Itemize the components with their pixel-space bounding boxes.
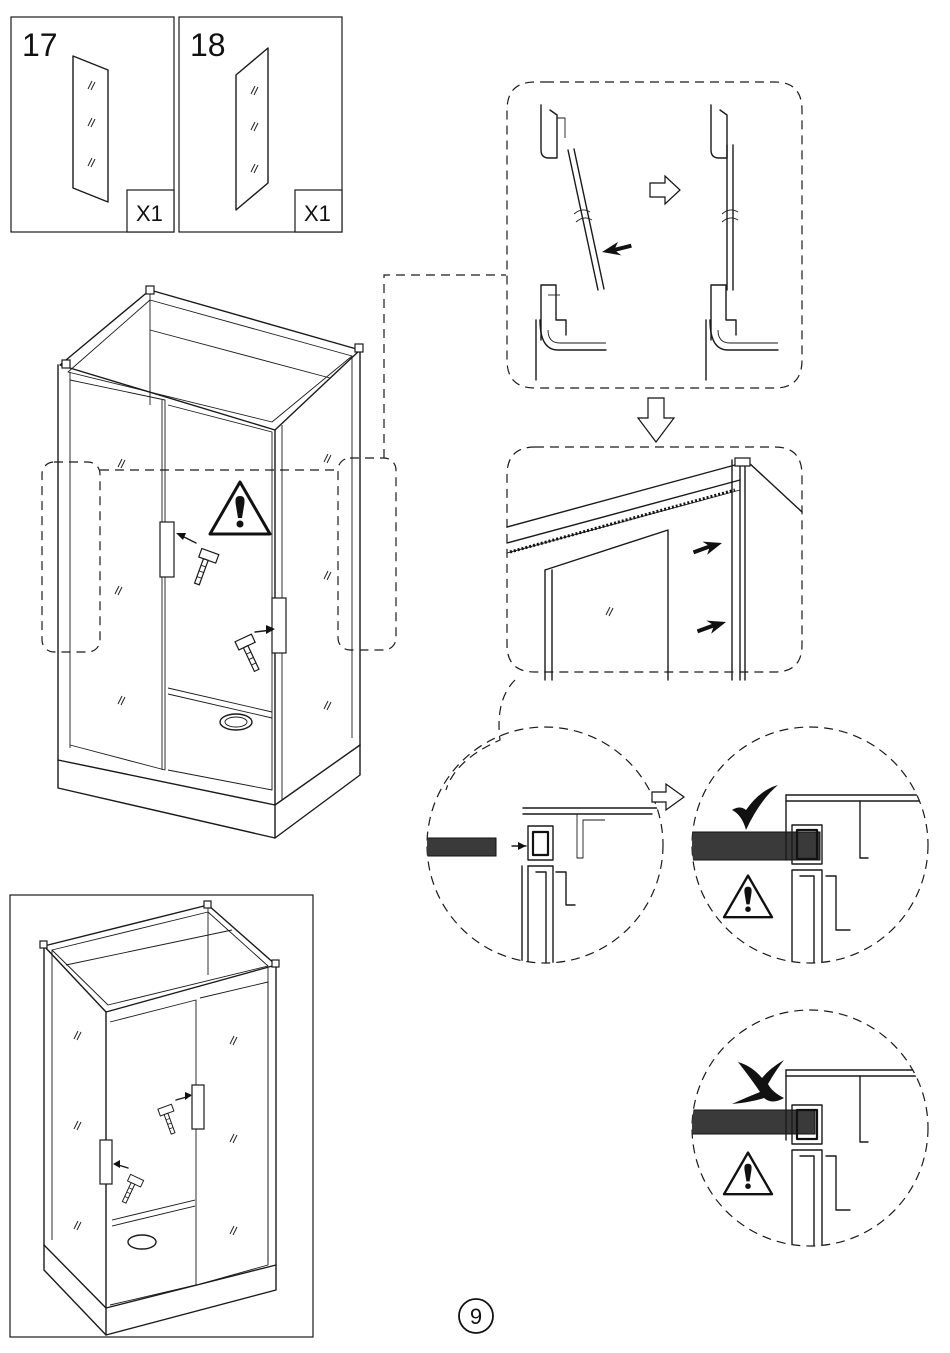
page-number: 9 [470,1304,482,1329]
hammer-icon [190,549,219,588]
arrow-icon [601,239,633,260]
cross-mark-icon [732,1060,784,1104]
check-mark-icon [732,785,778,830]
part-quantity-18: X1 [304,201,331,226]
part-box-17: 17 X1 [11,17,174,232]
door-handle-left [160,522,174,577]
arrow-icon [638,398,674,442]
part-box-18: 18 X1 [179,17,342,232]
arrow-icon [695,614,728,637]
page-number-badge: 9 [459,1299,493,1333]
correct-fit-circle-detail [690,727,930,975]
part-number-17: 17 [22,27,58,63]
warning-triangle-icon [724,1153,772,1195]
frame-corner-detail [507,447,802,680]
warning-triangle-icon [724,876,772,918]
door-handle-left [100,1140,112,1184]
door-handle-right [192,1085,204,1129]
arrow-icon [652,784,684,810]
warning-triangle-icon [210,482,270,534]
arrow-icon [691,535,724,558]
seal-insertion-circle-detail [420,727,684,975]
arrow-icon [650,176,680,204]
completed-cabin-panel [10,895,313,1337]
part-quantity-17: X1 [136,201,163,226]
incorrect-fit-circle-detail [690,1010,930,1255]
hammer-icon [235,634,266,673]
part-number-18: 18 [190,27,226,63]
door-handle-right [272,598,286,653]
shower-cabin-main-drawing [58,286,363,838]
panel-insertion-detail [507,82,802,442]
callout-detail-frames [42,275,506,652]
